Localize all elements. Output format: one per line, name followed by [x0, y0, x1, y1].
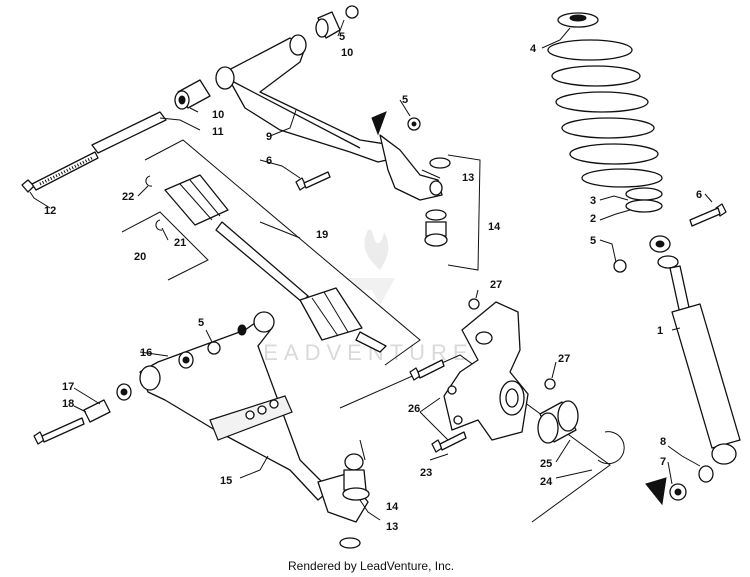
bushing-16-rear — [116, 383, 132, 401]
callout-27-lower: 27 — [558, 353, 570, 365]
sleeve-11 — [91, 111, 167, 154]
shock-absorber — [649, 235, 741, 465]
washer-7 — [669, 483, 687, 501]
nut-5-lower — [207, 341, 221, 355]
watermark-text: LEADVENTURE — [245, 340, 474, 365]
ball-joint-lower — [342, 453, 370, 501]
callout-26: 26 — [408, 403, 420, 415]
callout-19: 19 — [316, 229, 328, 241]
callout-2: 2 — [590, 213, 596, 225]
callout-4: 4 — [530, 43, 537, 55]
callout-15: 15 — [220, 475, 232, 487]
bolt-26-lower — [431, 431, 467, 453]
nut-27-upper — [468, 298, 480, 310]
upper-a-arm — [215, 34, 443, 201]
bushing-10-upper — [315, 5, 359, 39]
coil-spring — [547, 39, 663, 188]
callout-6-shock: 6 — [696, 189, 702, 201]
callout-16: 16 — [140, 347, 152, 359]
callout-25: 25 — [540, 458, 552, 470]
group-outlines — [121, 139, 611, 523]
wheel-bearing-25 — [537, 400, 579, 444]
callout-12: 12 — [44, 205, 56, 217]
callout-labels: 1 2 3 4 5 5 5 5 6 6 7 8 9 10 10 11 12 13… — [44, 31, 702, 533]
snap-ring-13-lower — [339, 537, 361, 549]
callout-14-upper: 14 — [488, 221, 501, 233]
bushing-16-front — [178, 351, 194, 369]
ball-joint-upper — [424, 209, 448, 247]
callout-9: 9 — [266, 131, 272, 143]
callout-23: 23 — [420, 467, 432, 479]
callout-5-upper-arm: 5 — [402, 94, 408, 106]
callout-20: 20 — [134, 251, 146, 263]
bushing-10-lower — [174, 79, 211, 110]
leader-lines — [29, 19, 713, 521]
bushing-8 — [698, 465, 714, 483]
callout-5-lower-arm: 5 — [198, 317, 204, 329]
callout-10-middle: 10 — [212, 109, 224, 121]
nut-5-shock — [613, 259, 627, 273]
bolt-6-upper — [295, 171, 331, 191]
callout-22: 22 — [122, 191, 134, 203]
arrow-marker-lower — [645, 477, 667, 506]
sleeve-17 — [83, 399, 111, 423]
spring-retainer — [625, 187, 663, 213]
snap-ring-13-upper — [429, 157, 451, 169]
clip-22 — [145, 175, 153, 187]
callout-14-lower: 14 — [386, 501, 399, 513]
callout-7: 7 — [660, 456, 666, 468]
callout-5-shock: 5 — [590, 235, 596, 247]
bolt-6-shock — [689, 203, 727, 227]
drive-axle — [164, 174, 387, 353]
snap-ring-24 — [597, 431, 625, 465]
nut-27-lower — [544, 378, 556, 390]
bolt-26-upper — [409, 359, 445, 381]
footer-credit: Rendered by LeadVenture, Inc. — [288, 559, 454, 573]
callout-18: 18 — [62, 398, 74, 410]
nut-5-upper — [407, 117, 421, 131]
steering-knuckle — [443, 301, 529, 441]
callout-21: 21 — [174, 237, 186, 249]
callout-8: 8 — [660, 436, 666, 448]
callout-1: 1 — [657, 325, 663, 337]
callout-11: 11 — [212, 126, 224, 138]
bolt-12 — [21, 151, 99, 193]
bolt-18 — [33, 417, 85, 445]
callout-13-lower: 13 — [386, 521, 398, 533]
callout-5-top: 5 — [339, 31, 345, 43]
callout-17: 17 — [62, 381, 74, 393]
callout-13-upper: 13 — [462, 172, 474, 184]
watermark-logo — [345, 229, 395, 305]
clip-21 — [155, 219, 163, 231]
arrow-marker-upper — [371, 111, 387, 136]
callout-24: 24 — [540, 476, 553, 488]
callout-3: 3 — [590, 195, 596, 207]
callout-27-upper: 27 — [490, 279, 502, 291]
callout-6-upper-arm: 6 — [266, 155, 272, 167]
callout-10-top: 10 — [341, 47, 353, 59]
spring-seat-top — [557, 12, 599, 28]
